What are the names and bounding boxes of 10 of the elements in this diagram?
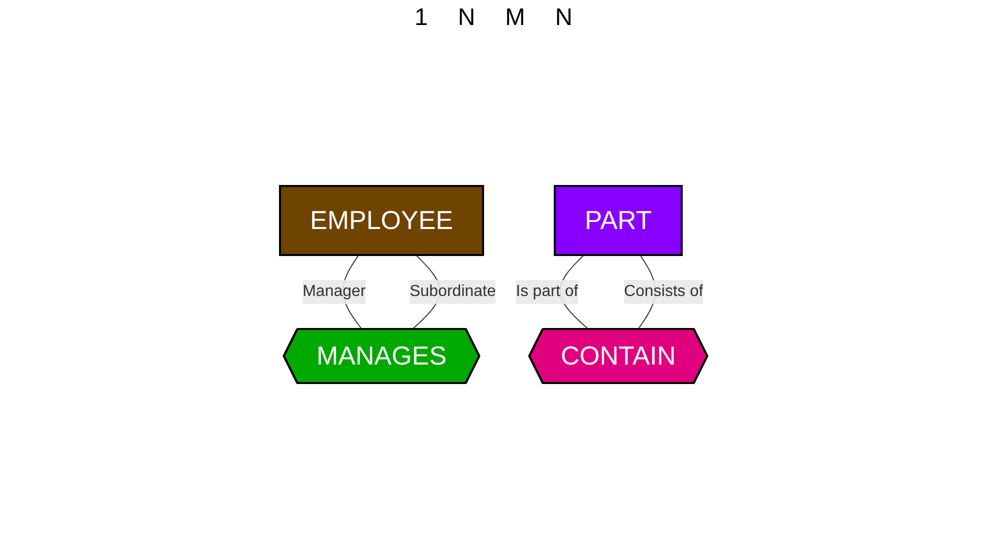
edge-label: Consists of: [624, 282, 704, 300]
edge-label: Subordinate: [409, 282, 496, 300]
cardinality-label: N: [555, 4, 573, 30]
edge-label: Is part of: [516, 282, 578, 300]
cardinality-label: 1: [414, 4, 428, 30]
edge-label: Manager: [302, 282, 366, 300]
node-box: PART: [554, 184, 683, 256]
cardinality-label: N: [458, 4, 476, 30]
node-box: EMPLOYEE: [278, 184, 484, 256]
cardinality-label: M: [505, 4, 526, 30]
